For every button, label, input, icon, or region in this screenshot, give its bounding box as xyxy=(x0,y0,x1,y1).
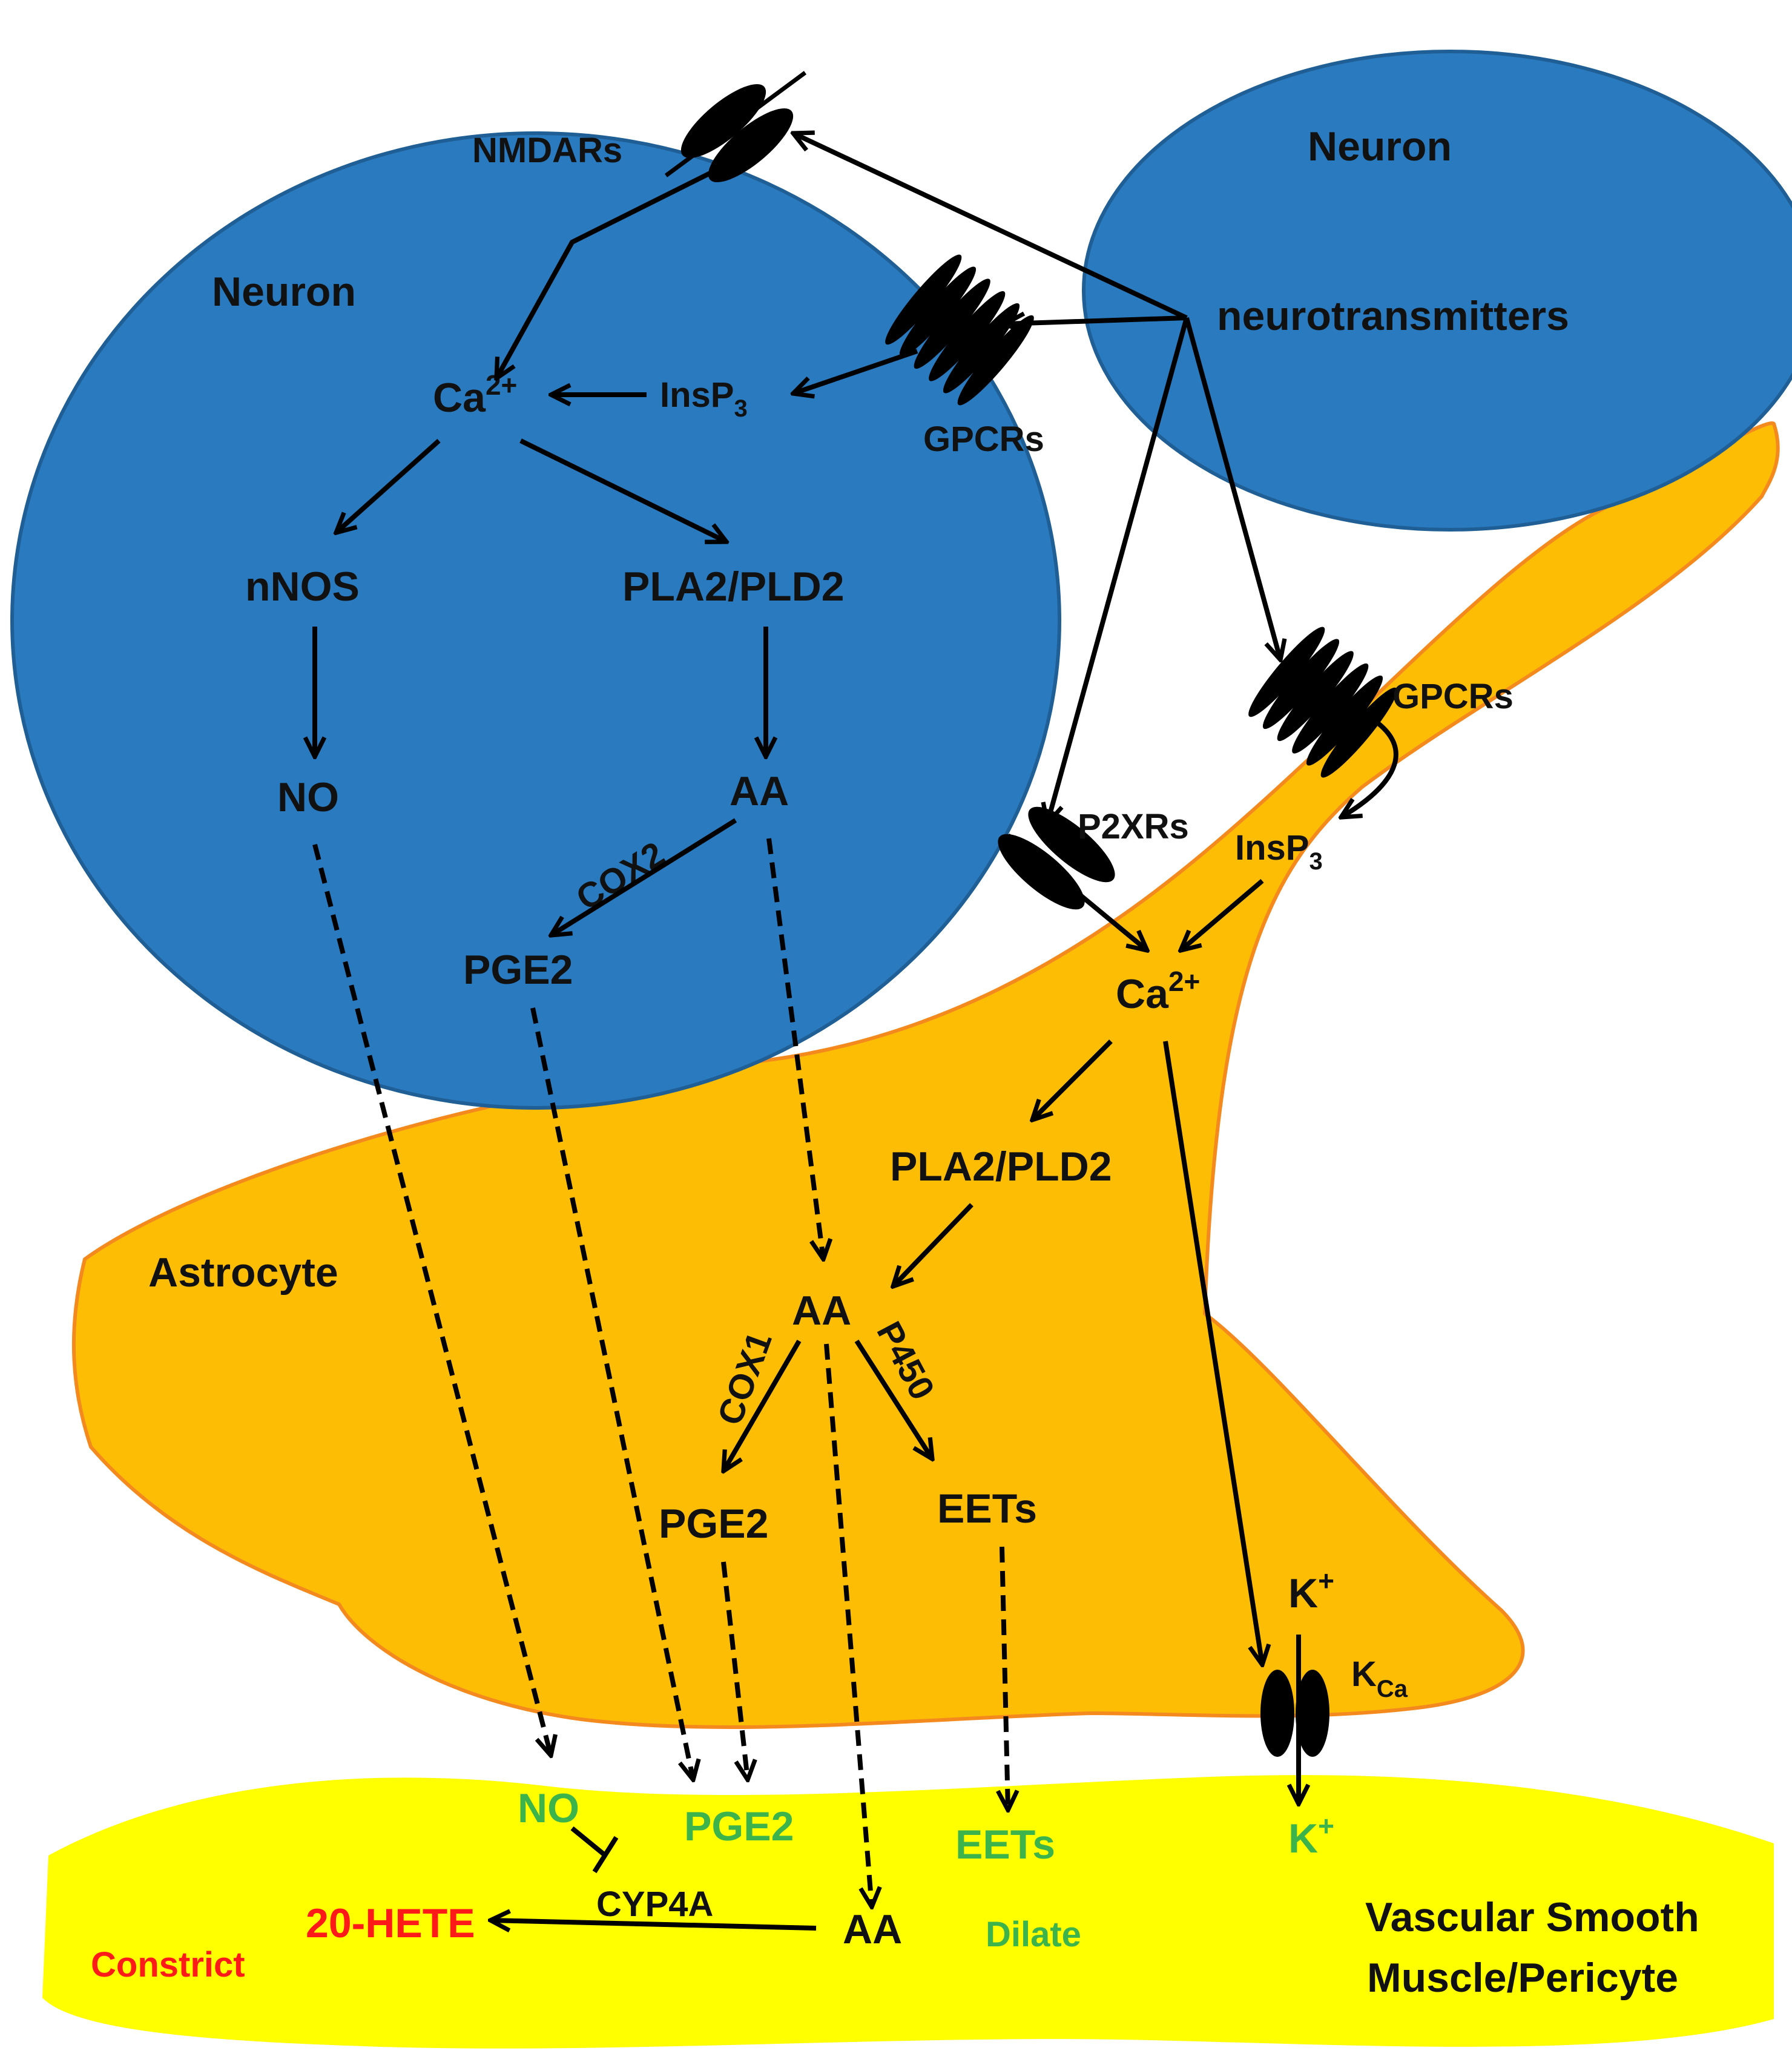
arrow-nt-to-p2xr xyxy=(1047,317,1189,823)
arrow-nt-to-astro-gpcr xyxy=(1184,317,1280,660)
astro-k-sup: + xyxy=(1318,1565,1334,1596)
arrow-pla2-to-astro-aa xyxy=(893,1203,973,1286)
neuron-aa-label: AA xyxy=(730,768,789,814)
astro-k-label: K+ xyxy=(1288,1565,1334,1616)
neuron-left-title: Neuron xyxy=(212,269,356,315)
astro-pge2-label: PGE2 xyxy=(659,1501,768,1547)
astro-insp3-label: InsP3 xyxy=(1235,828,1323,875)
arrow-p2xr-to-ca xyxy=(1006,833,1147,950)
astro-k-main: K xyxy=(1288,1570,1318,1616)
vessel-shape xyxy=(42,1775,1774,2049)
neuron-right-shape xyxy=(1082,50,1792,532)
vessel-pge2-label: PGE2 xyxy=(684,1803,794,1849)
dash-astro-aa-to-vessel-aa xyxy=(824,1343,872,1907)
p2xrs-label: P2XRs xyxy=(1078,807,1189,846)
gpcrs-neuron-label: GPCRs xyxy=(923,420,1044,459)
solid-arrows xyxy=(315,133,1398,1928)
arrow-astro-gpcr-to-insp3 xyxy=(1341,718,1398,817)
kca-label-main: K xyxy=(1351,1655,1377,1694)
astro-ca-main: Ca xyxy=(1116,971,1169,1017)
dash-eets-to-vessel xyxy=(1002,1546,1008,1810)
arrow-gpcr-to-insp3 xyxy=(793,349,918,394)
neuron-ca-main: Ca xyxy=(433,375,486,421)
kca-label-sub: Ca xyxy=(1377,1676,1408,1702)
inhibition-bar xyxy=(592,1836,619,1874)
hete-label: 20-HETE xyxy=(306,1900,475,1946)
astro-eets-label: EETs xyxy=(937,1486,1037,1532)
kca-channel-icon xyxy=(1260,1670,1329,1757)
nmdars-label: NMDARs xyxy=(472,131,622,170)
dash-pge2-to-vessel xyxy=(530,1007,693,1780)
arrow-ca-to-nnos xyxy=(336,439,441,533)
arrow-nt-to-nmdar xyxy=(793,133,1188,320)
astro-ca-label: Ca2+ xyxy=(1116,966,1200,1017)
arrow-aa-to-pge2 xyxy=(551,818,737,935)
arrow-ca-to-kca xyxy=(1163,1041,1262,1665)
astrocyte-title: Astrocyte xyxy=(148,1250,338,1296)
astro-ca-sup: 2+ xyxy=(1168,966,1200,997)
neuron-pge2-label: PGE2 xyxy=(463,947,573,993)
gpcr-astrocyte-icon xyxy=(1248,627,1397,778)
dash-no-to-vessel xyxy=(312,843,551,1756)
astro-pla2-label: PLA2/PLD2 xyxy=(890,1144,1112,1190)
dashed-arrows xyxy=(312,838,1008,1907)
arrow-aa-to-astro-pge2 xyxy=(723,1339,802,1471)
arrow-insp3-to-astro-ca xyxy=(1181,878,1264,950)
arrow-aa-to-hete xyxy=(490,1920,817,1928)
arrow-nt-to-gpcr xyxy=(1005,318,1187,324)
neuron-insp3-sub: 3 xyxy=(734,395,748,422)
vessel-title-line2: Muscle/Pericyte xyxy=(1367,1955,1678,2001)
constrict-label: Constrict xyxy=(91,1945,245,1984)
neuron-insp3-main: InsP xyxy=(660,375,734,415)
neurotransmitters-label: neurotransmitters xyxy=(1217,293,1569,339)
vessel-eets-label: EETs xyxy=(955,1822,1055,1868)
vessel-k-main: K xyxy=(1288,1816,1318,1862)
neuron-right-title: Neuron xyxy=(1308,123,1452,170)
inhibition-no-cyp4a xyxy=(570,1826,607,1858)
arrow-astro-ca-to-pla2 xyxy=(1032,1039,1113,1120)
astro-insp3-sub: 3 xyxy=(1309,848,1323,875)
astro-insp3-main: InsP xyxy=(1235,828,1309,868)
cyp4a-label: CYP4A xyxy=(596,1885,713,1924)
vessel-no-label: NO xyxy=(518,1785,579,1831)
nmdar-channel-icon xyxy=(664,71,807,183)
dash-astro-pge2-to-vessel xyxy=(721,1561,748,1780)
neuron-no-label: NO xyxy=(277,774,339,820)
vessel-k-sup: + xyxy=(1318,1810,1334,1842)
arrow-aa-to-eets xyxy=(854,1339,932,1459)
neuron-insp3-label: InsP3 xyxy=(660,375,748,422)
vessel-k-label: K+ xyxy=(1288,1810,1334,1862)
vessel-title-line1: Vascular Smooth xyxy=(1365,1894,1699,1940)
kca-label: KCa xyxy=(1351,1655,1408,1702)
astro-aa-label: AA xyxy=(792,1288,851,1334)
gpcr-neuron-icon xyxy=(885,254,1034,406)
dash-neuron-aa-to-astro-aa xyxy=(766,838,823,1259)
vessel-aa-label: AA xyxy=(843,1906,902,1952)
nnos-label: nNOS xyxy=(245,564,360,610)
arrow-nmdar-to-ca xyxy=(496,170,713,378)
gpcrs-astrocyte-label: GPCRs xyxy=(1392,677,1514,716)
neuron-pla2-label: PLA2/PLD2 xyxy=(622,564,845,610)
arrow-ca-to-pla2 xyxy=(519,438,726,542)
dilate-label: Dilate xyxy=(986,1915,1081,1954)
